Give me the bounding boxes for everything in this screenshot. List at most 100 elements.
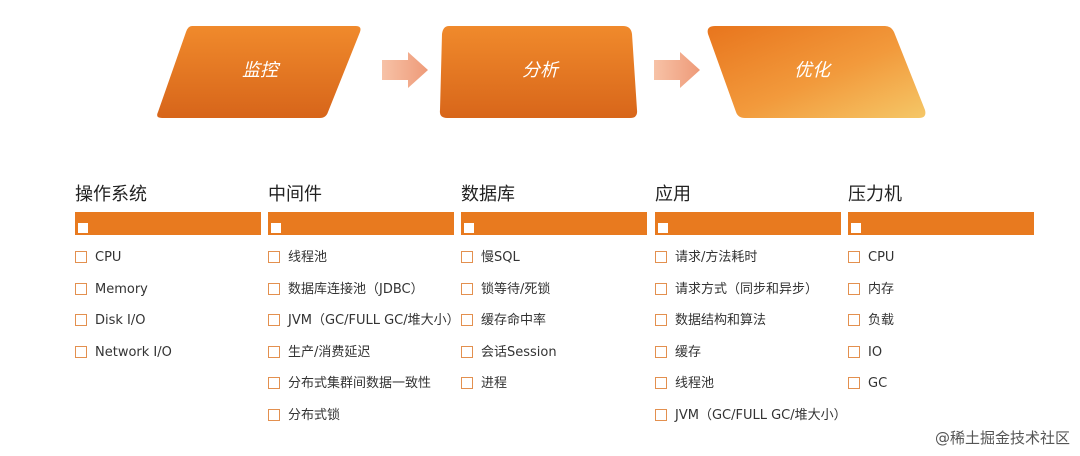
checkbox-icon[interactable]	[655, 282, 667, 295]
item-label: Disk I/O	[95, 313, 146, 328]
checkbox-icon[interactable]	[268, 408, 280, 421]
checkbox-icon[interactable]	[848, 345, 860, 358]
list-item: 线程池	[655, 375, 841, 407]
list-item: 进程	[461, 375, 647, 407]
list-item: JVM（GC/FULL GC/堆大小）	[268, 312, 460, 344]
process-flow: 监控 分析	[0, 22, 1080, 122]
item-label: 分布式集群间数据一致性	[288, 376, 432, 391]
checkbox-icon[interactable]	[848, 251, 860, 263]
list-item: 内存	[848, 281, 1034, 313]
item-label: 请求方式（同步和异步）	[675, 281, 819, 297]
list-item: Network I/O	[75, 344, 261, 376]
list-item: Disk I/O	[75, 312, 261, 344]
checkbox-icon[interactable]	[848, 377, 860, 389]
checkbox-icon[interactable]	[848, 314, 860, 326]
item-label: 锁等待/死锁	[481, 281, 551, 297]
item-label: 内存	[868, 281, 895, 297]
checkbox-icon[interactable]	[268, 345, 280, 358]
checkbox-icon[interactable]	[461, 251, 473, 263]
list-item: 请求方式（同步和异步）	[655, 281, 841, 313]
checkbox-icon[interactable]	[461, 314, 473, 326]
item-label: GC	[868, 376, 888, 391]
item-label: CPU	[95, 250, 122, 265]
list-item: 缓存	[655, 344, 841, 376]
list-item: 数据结构和算法	[655, 312, 841, 344]
checkbox-icon[interactable]	[75, 282, 87, 295]
item-label: 线程池	[288, 250, 328, 265]
column-header-bar	[655, 212, 841, 235]
checkbox-icon[interactable]	[268, 377, 280, 389]
item-label: 进程	[481, 376, 508, 391]
item-label: 请求/方法耗时	[675, 250, 758, 265]
stage-monitor-label: 监控	[242, 60, 278, 81]
column-title: 数据库	[461, 184, 515, 205]
watermark: @稀土掘金技术社区	[934, 429, 1070, 447]
checkbox-icon[interactable]	[655, 251, 667, 263]
arrow-right-icon	[382, 52, 428, 88]
list-item: 分布式锁	[268, 407, 454, 439]
column-database: 数据库 慢SQL 锁等待/死锁 缓存命中率 会话Session 进程	[461, 182, 647, 407]
column-title: 应用	[655, 184, 691, 205]
list-item: JVM（GC/FULL GC/堆大小）	[655, 407, 847, 439]
column-header-bar	[461, 212, 647, 235]
stage-optimize-shape	[707, 26, 926, 118]
checkbox-icon[interactable]	[655, 345, 667, 358]
list-item: CPU	[75, 249, 261, 281]
checkbox-icon[interactable]	[655, 314, 667, 326]
checkbox-icon[interactable]	[75, 251, 87, 263]
list-item: 分布式集群间数据一致性	[268, 375, 454, 407]
item-label: JVM（GC/FULL GC/堆大小）	[675, 407, 847, 423]
checkbox-icon	[850, 222, 862, 234]
list-item: GC	[848, 375, 1034, 407]
item-label: 缓存	[675, 344, 702, 360]
item-label: 数据库连接池（JDBC）	[288, 281, 424, 297]
checkbox-icon	[657, 222, 669, 234]
checkbox-icon[interactable]	[461, 345, 473, 358]
checkbox-icon[interactable]	[268, 314, 280, 326]
checkbox-icon[interactable]	[461, 282, 473, 295]
list-item: 慢SQL	[461, 249, 647, 281]
list-item: 会话Session	[461, 344, 647, 376]
item-label: 生产/消费延迟	[288, 344, 371, 360]
column-application: 应用 请求/方法耗时 请求方式（同步和异步） 数据结构和算法 缓存 线程池 JV…	[655, 182, 847, 439]
checkbox-icon	[463, 222, 475, 234]
list-item: 数据库连接池（JDBC）	[268, 281, 454, 313]
checkbox-icon	[77, 222, 89, 234]
list-item: IO	[848, 344, 1034, 376]
checkbox-icon[interactable]	[75, 314, 87, 326]
item-label: IO	[868, 344, 883, 360]
column-header-bar	[75, 212, 261, 235]
checkbox-icon	[270, 222, 282, 234]
column-load-generator: 压力机 CPU 内存 负载 IO GC	[848, 182, 1034, 407]
checkbox-icon[interactable]	[655, 408, 667, 421]
item-label: 分布式锁	[288, 407, 341, 423]
item-label: 负载	[868, 313, 895, 328]
column-title: 操作系统	[75, 184, 147, 205]
column-header-bar	[848, 212, 1034, 235]
item-label: JVM（GC/FULL GC/堆大小）	[288, 313, 460, 328]
item-label: Network I/O	[95, 344, 172, 360]
list-item: Memory	[75, 281, 261, 313]
item-label: CPU	[868, 250, 895, 265]
item-label: Memory	[95, 281, 148, 297]
item-label: 会话Session	[481, 344, 557, 360]
checkbox-icon[interactable]	[655, 377, 667, 389]
item-label: 数据结构和算法	[675, 313, 767, 328]
column-os: 操作系统 CPU Memory Disk I/O Network I/O	[75, 182, 261, 375]
checkbox-icon[interactable]	[75, 345, 87, 358]
checkbox-icon[interactable]	[848, 282, 860, 295]
arrow-right-icon	[654, 52, 700, 88]
item-label: 缓存命中率	[481, 313, 547, 328]
list-item: 请求/方法耗时	[655, 249, 841, 281]
list-item: 生产/消费延迟	[268, 344, 454, 376]
list-item: CPU	[848, 249, 1034, 281]
checkbox-icon[interactable]	[268, 282, 280, 295]
list-item: 锁等待/死锁	[461, 281, 647, 313]
list-item: 线程池	[268, 249, 454, 281]
list-item: 负载	[848, 312, 1034, 344]
column-middleware: 中间件 线程池 数据库连接池（JDBC） JVM（GC/FULL GC/堆大小）…	[268, 182, 460, 439]
checkbox-icon[interactable]	[461, 377, 473, 389]
item-label: 线程池	[675, 376, 715, 391]
column-title: 压力机	[848, 184, 902, 205]
checkbox-icon[interactable]	[268, 251, 280, 263]
